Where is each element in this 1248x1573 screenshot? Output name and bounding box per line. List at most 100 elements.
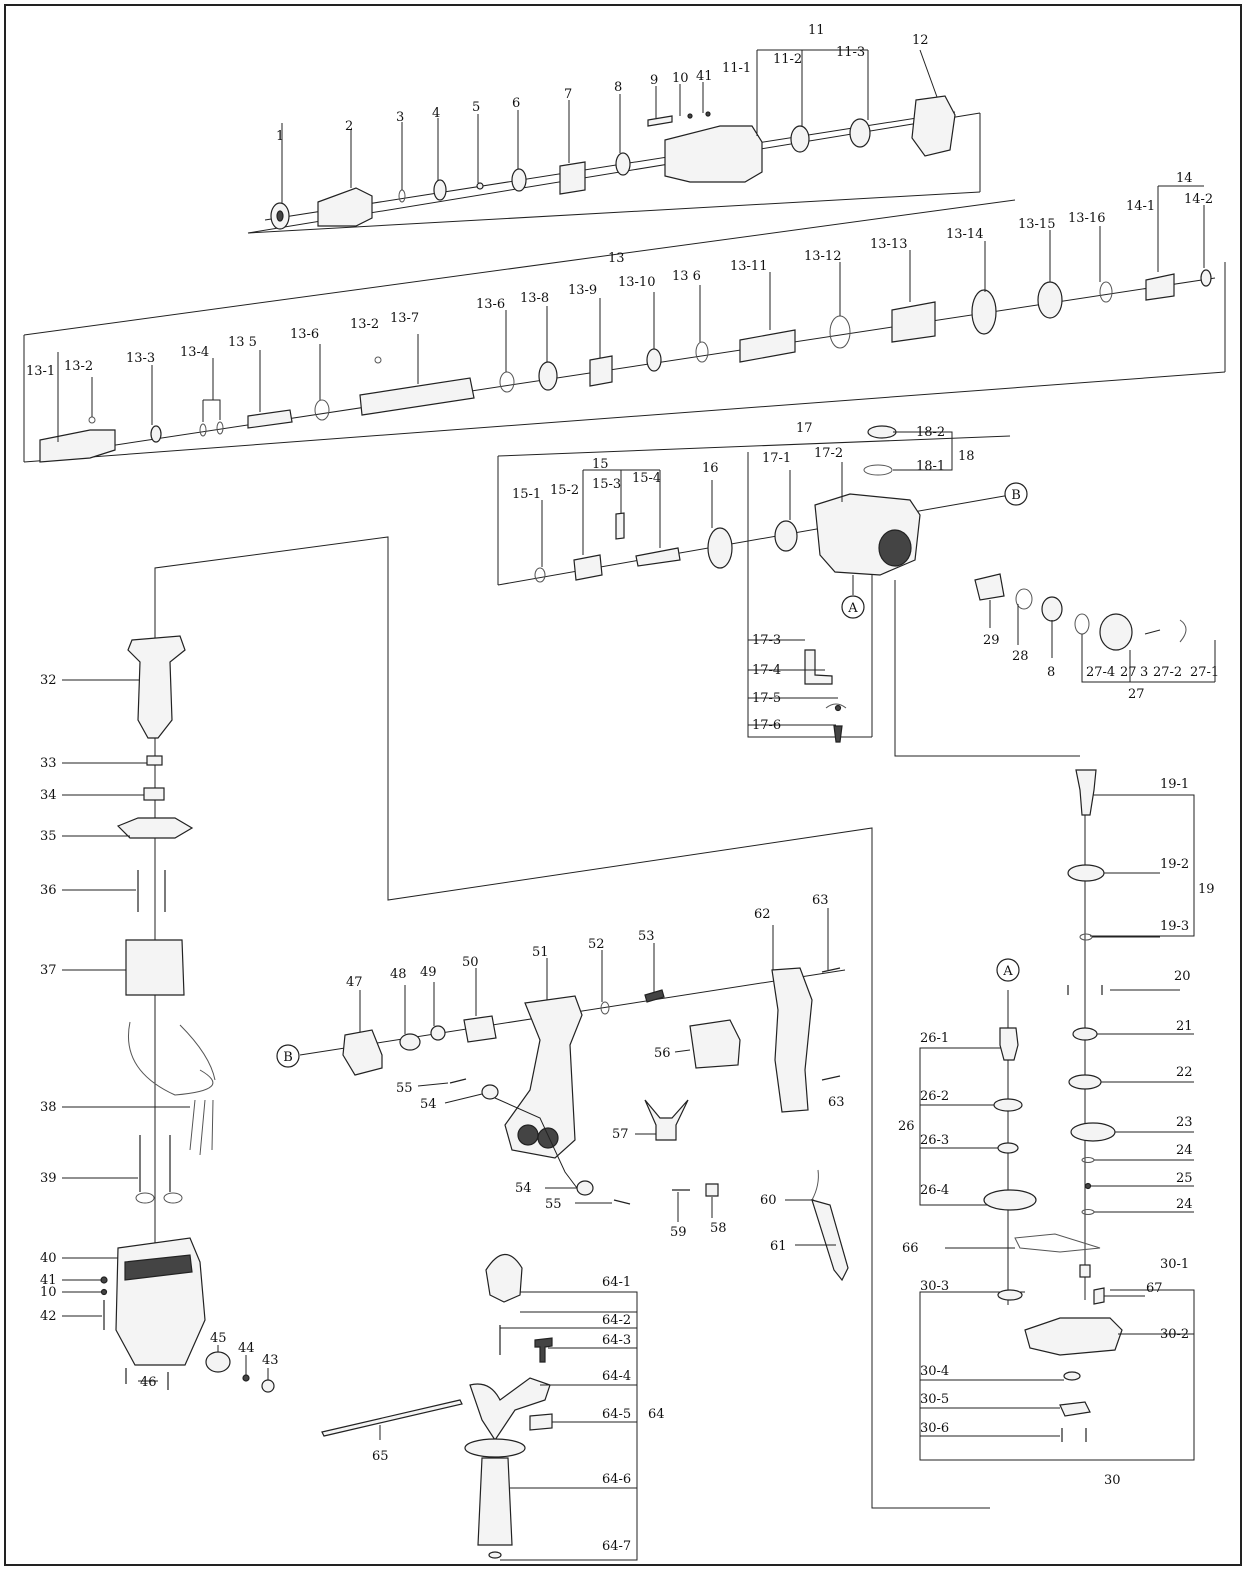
callout-30-2: 30-2 — [1160, 1327, 1189, 1342]
part-49 — [430, 1025, 446, 1041]
part-64-5 — [529, 1413, 553, 1431]
callout-33: 33 — [40, 756, 57, 771]
callout-14: 14 — [1176, 171, 1193, 186]
part-57 — [644, 1099, 689, 1141]
callout-13-12: 13-12 — [804, 249, 841, 264]
connector-b-left: B — [276, 1044, 300, 1068]
part-13-13 — [891, 301, 936, 343]
callout-52: 52 — [588, 937, 605, 952]
part-37 — [125, 939, 185, 996]
callout-17-5: 17-5 — [752, 691, 781, 706]
part-13-7 — [359, 377, 475, 416]
part-27 — [1099, 613, 1133, 651]
part-13-6c — [695, 341, 709, 363]
part-64-6 — [464, 1438, 526, 1458]
motor-assembly-parts — [100, 635, 275, 1393]
assembly-routing-lines — [154, 536, 1086, 1509]
part-13-14 — [971, 289, 997, 335]
callout-14-1: 14-1 — [1126, 199, 1155, 214]
part-34 — [143, 787, 165, 801]
callout-39: 39 — [40, 1171, 57, 1186]
part-38 — [128, 1021, 216, 1156]
callout-22: 22 — [1176, 1065, 1193, 1080]
part-33 — [146, 755, 163, 766]
part-15-3 — [615, 512, 625, 540]
part-13-12 — [829, 315, 851, 349]
callout-44: 44 — [238, 1341, 255, 1356]
callout-13-4: 13-4 — [180, 345, 209, 360]
connector-a-bottom: A — [996, 958, 1020, 982]
callout-51: 51 — [532, 945, 549, 960]
callout-3: 3 — [396, 110, 404, 125]
part-63b — [821, 1075, 841, 1081]
callout-8-b: 8 — [1047, 665, 1055, 680]
callout-13-13: 13-13 — [870, 237, 907, 252]
callout-19-1: 19-1 — [1160, 777, 1189, 792]
part-7 — [559, 161, 586, 195]
handle-assembly-parts — [342, 967, 849, 1282]
part-5 — [476, 182, 484, 190]
callout-30: 30 — [1104, 1473, 1121, 1488]
part-13-5 — [247, 409, 293, 429]
callout-47: 47 — [346, 975, 363, 990]
gearbox-parts — [983, 769, 1123, 1442]
callout-17-3: 17-3 — [752, 633, 781, 648]
part-19-3 — [1079, 933, 1093, 941]
callout-36: 36 — [40, 883, 57, 898]
part-52 — [600, 1001, 610, 1015]
part-3b — [1144, 629, 1161, 635]
callout-64-7: 64-7 — [602, 1539, 631, 1554]
part-27-4 — [1074, 613, 1090, 635]
callout-61: 61 — [770, 1239, 787, 1254]
callout-13-6-b: 13-6 — [476, 297, 505, 312]
part-61 — [811, 1199, 849, 1282]
part-47 — [342, 1029, 383, 1076]
part-30-1 — [1079, 1264, 1091, 1278]
part-48 — [399, 1033, 421, 1051]
part-32 — [127, 635, 186, 739]
callout-62: 62 — [754, 907, 771, 922]
part-13-4a — [199, 423, 207, 437]
part-27-2 — [1179, 619, 1187, 643]
part-55a — [449, 1078, 467, 1084]
part-6 — [511, 168, 527, 192]
callout-64-4: 64-4 — [602, 1369, 631, 1384]
callout-35: 35 — [40, 829, 57, 844]
part-28 — [1015, 588, 1033, 610]
part-3 — [398, 189, 406, 203]
callout-54-a: 54 — [420, 1097, 437, 1112]
part-55b — [613, 1199, 631, 1205]
connector-a-top: A — [841, 575, 865, 619]
gearbox-frame — [919, 794, 1195, 1461]
connector-a-top-label: A — [847, 601, 858, 616]
part-4 — [433, 179, 447, 201]
gear-housing-parts — [534, 425, 1187, 743]
part-60 — [811, 1169, 819, 1201]
callout-64-5: 64-5 — [602, 1407, 631, 1422]
part-43 — [261, 1379, 275, 1393]
part-13-11 — [739, 329, 796, 363]
callout-11-3: 11-3 — [836, 45, 865, 60]
callout-27-a: 27 — [1120, 665, 1137, 680]
part-11-1 — [664, 125, 763, 183]
callout-45: 45 — [210, 1331, 227, 1346]
callout-40: 40 — [40, 1251, 57, 1266]
callout-23: 23 — [1176, 1115, 1193, 1130]
callout-18-2: 18-2 — [916, 425, 945, 440]
part-17-1 — [774, 520, 798, 552]
callout-6: 6 — [512, 96, 520, 111]
callout-38: 38 — [40, 1100, 57, 1115]
callout-15-1: 15-1 — [512, 487, 541, 502]
callout-55-a: 55 — [396, 1081, 413, 1096]
part-24a — [1081, 1157, 1095, 1163]
chuck-assembly-parts — [270, 95, 956, 230]
part-67 — [1093, 1287, 1105, 1305]
callout-30-5: 30-5 — [920, 1392, 949, 1407]
callout-3-b: 3 — [1140, 665, 1148, 680]
part-13-6b — [499, 371, 515, 393]
callout-10-left: 10 — [40, 1285, 57, 1300]
part-24b — [1081, 1209, 1095, 1215]
callout-65: 65 — [372, 1449, 389, 1464]
callout-16: 16 — [702, 461, 719, 476]
